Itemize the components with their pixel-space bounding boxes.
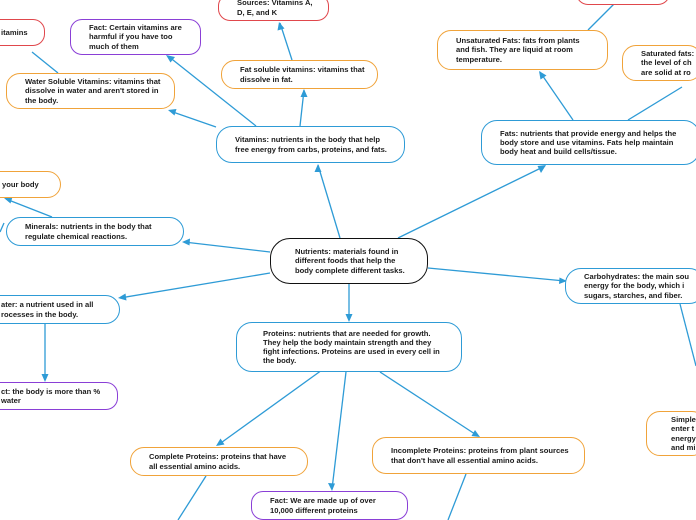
node-your-body-text: your body: [2, 179, 39, 189]
arrow-sources: [277, 22, 285, 31]
node-carbohydrates[interactable]: Carbohydrates: the main sou energy for t…: [565, 268, 696, 304]
node-complete-proteins-text: Complete Proteins: proteins that have al…: [149, 452, 287, 471]
node-your-body[interactable]: your body: [0, 171, 61, 198]
arrow-fatsoluble: [300, 89, 308, 97]
node-vitamins-partial-text: itamins: [1, 27, 28, 37]
arrow-proteins: [345, 314, 353, 322]
arrow-unsaturated: [539, 71, 547, 80]
arrow-factproteins: [328, 483, 335, 491]
link-nutrients-fats: [397, 165, 546, 239]
node-fact-vitamins-text: Fact: Certain vitamins are harmful if yo…: [89, 23, 182, 51]
node-water-soluble-vitamins[interactable]: Water Soluble Vitamins: vitamins that di…: [6, 73, 175, 109]
node-carbohydrates-text: Carbohydrates: the main sou energy for t…: [584, 272, 690, 300]
link-nutrients-water: [119, 272, 271, 299]
node-water-text: ater: a nutrient used in all rocesses in…: [1, 300, 94, 319]
arrow-factwater: [41, 374, 49, 382]
node-minerals-text: Minerals: nutrients in the body that reg…: [25, 222, 152, 241]
node-water-soluble-vitamins-text: Water Soluble Vitamins: vitamins that di…: [25, 77, 161, 105]
arrow-minerals: [182, 238, 190, 246]
link-carbohydrates-simple: [679, 303, 696, 367]
node-complete-proteins[interactable]: Complete Proteins: proteins that have al…: [130, 447, 308, 476]
arrow-carbohydrates: [559, 277, 567, 284]
link-nutrients-minerals: [183, 241, 271, 253]
arrow-yourbody: [4, 197, 13, 204]
node-fact-water[interactable]: ct: the body is more than % water: [0, 382, 118, 410]
link-fats-unsaturated: [539, 71, 574, 121]
node-water[interactable]: ater: a nutrient used in all rocesses in…: [0, 295, 120, 324]
node-fact-proteins[interactable]: Fact: We are made up of over 10,000 diff…: [251, 491, 408, 520]
node-fact-proteins-text: Fact: We are made up of over 10,000 diff…: [270, 496, 376, 515]
arrow-factvitamins: [166, 55, 175, 63]
arrow-incomplete: [471, 430, 480, 437]
node-nutrients[interactable]: Nutrients: materials found in different …: [270, 238, 428, 284]
node-nutrients-text: Nutrients: materials found in different …: [295, 247, 405, 275]
link-minerals-yourbody: [5, 198, 53, 218]
arrow-fats: [537, 165, 546, 173]
link-incomplete-down: [447, 473, 467, 520]
link-nutrients-vitamins: [317, 164, 341, 239]
node-saturated-fats-text: Saturated fats: the level of ch are soli…: [641, 49, 695, 77]
node-fat-soluble-vitamins[interactable]: Fat soluble vitamins: vitamins that diss…: [221, 60, 378, 89]
arrow-complete: [216, 438, 225, 446]
link-vitamins-watersoluble: [169, 110, 217, 128]
link-vitamins-factvitamins: [167, 55, 257, 127]
node-incomplete-proteins-text: Incomplete Proteins: proteins from plant…: [391, 446, 569, 465]
link-minerals-left: [0, 222, 5, 233]
node-unsaturated-fats-text: Unsaturated Fats: fats from plants and f…: [456, 36, 580, 64]
node-vitamins-partial[interactable]: itamins: [0, 19, 45, 46]
node-fact-water-text: ct: the body is more than % water: [1, 386, 101, 405]
node-minerals[interactable]: Minerals: nutrients in the body that reg…: [6, 217, 184, 246]
node-vitamins-text: Vitamins: nutrients in the body that hel…: [235, 135, 387, 154]
link-proteins-incomplete: [379, 371, 479, 437]
node-sources-vitamins[interactable]: Sources: Vitamins A, D, E, and K: [218, 0, 329, 21]
node-fats[interactable]: Fats: nutrients that provide energy and …: [481, 120, 696, 165]
node-vitamins[interactable]: Vitamins: nutrients in the body that hel…: [216, 126, 405, 163]
node-fat-soluble-vitamins-text: Fat soluble vitamins: vitamins that diss…: [240, 65, 365, 84]
arrow-vitamins: [314, 164, 322, 172]
node-simple-carbohydrates[interactable]: Simple enter t energy and mi: [646, 411, 696, 456]
link-unsaturated-offtop: [587, 3, 615, 31]
node-offscreen-top[interactable]: [576, 0, 670, 5]
node-saturated-fats[interactable]: Saturated fats: the level of ch are soli…: [622, 45, 696, 81]
node-fact-vitamins[interactable]: Fact: Certain vitamins are harmful if yo…: [70, 19, 201, 55]
node-proteins-text: Proteins: nutrients that are needed for …: [263, 328, 440, 366]
link-proteins-factproteins: [331, 371, 347, 490]
node-incomplete-proteins[interactable]: Incomplete Proteins: proteins from plant…: [372, 437, 585, 474]
node-unsaturated-fats[interactable]: Unsaturated Fats: fats from plants and f…: [437, 30, 608, 70]
node-fats-text: Fats: nutrients that provide energy and …: [500, 128, 677, 157]
node-sources-vitamins-text: Sources: Vitamins A, D, E, and K: [237, 0, 313, 17]
arrow-water: [118, 293, 127, 301]
arrow-watersoluble: [168, 109, 177, 116]
link-nutrients-carbohydrates: [427, 267, 566, 282]
link-watersoluble-vitaminspartial: [31, 51, 59, 74]
node-simple-carbohydrates-text: Simple enter t energy and mi: [671, 415, 696, 452]
link-complete-down: [177, 475, 207, 520]
link-fats-saturated: [627, 86, 683, 121]
node-proteins[interactable]: Proteins: nutrients that are needed for …: [236, 322, 462, 372]
link-proteins-complete: [217, 369, 323, 446]
